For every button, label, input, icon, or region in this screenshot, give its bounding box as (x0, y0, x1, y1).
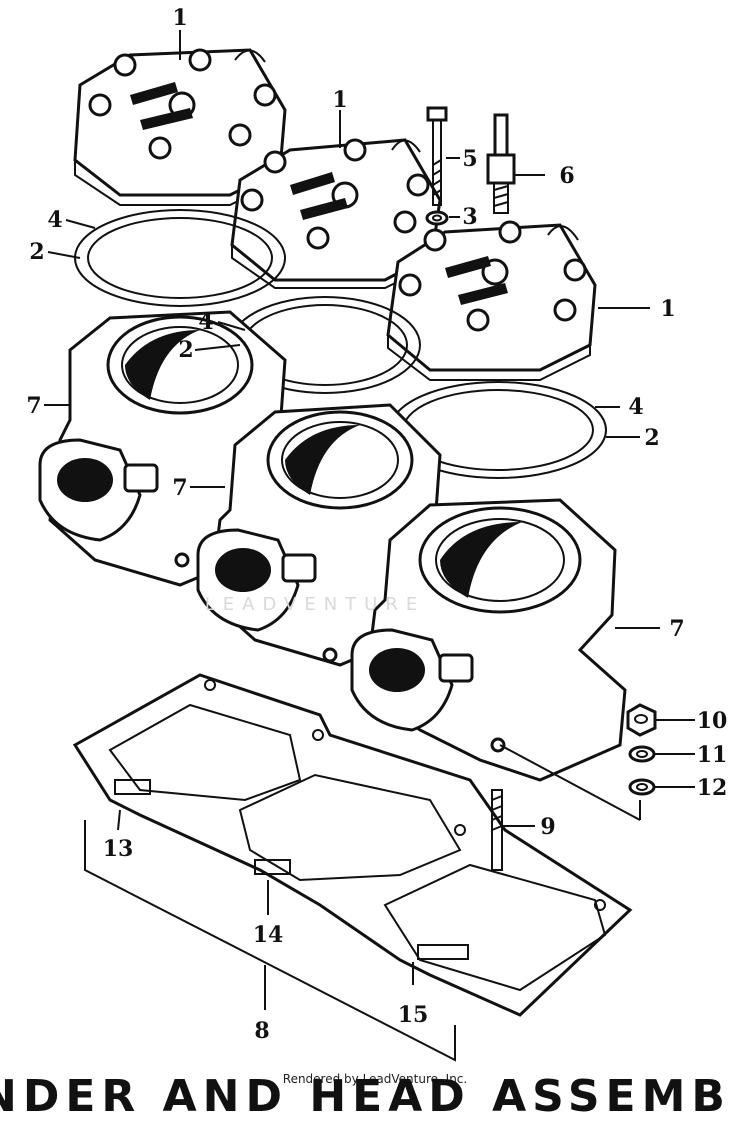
cylinder-head-1-right (386, 220, 597, 381)
callout-7-left: 7 (26, 393, 41, 419)
callout-8: 8 (254, 1018, 269, 1044)
callout-1-middle: 1 (332, 87, 347, 113)
cylinder-head-1-left (73, 48, 287, 206)
callout-5: 5 (462, 146, 477, 172)
callout-4-right: 4 (628, 394, 643, 420)
cylinder-head-1-middle (230, 138, 442, 289)
callout-7-right: 7 (669, 616, 684, 642)
diagram-title-fragment: NDER AND HEAD ASSEMB (0, 1071, 731, 1122)
footer-credit: Rendered by LeadVenture, Inc. (282, 1072, 468, 1086)
callout-9: 9 (540, 814, 555, 840)
cylinder-stud (491, 789, 503, 871)
leader-lines (44, 30, 695, 1062)
callout-6: 6 (559, 163, 574, 189)
callout-1-right: 1 (660, 296, 675, 322)
callout-2-middle: 2 (178, 337, 193, 363)
callout-11: 11 (697, 742, 728, 768)
callouts: 1 1 1 2 2 2 3 4 4 4 5 6 7 7 7 8 9 10 11 … (26, 5, 727, 1044)
exploded-parts-diagram: LEADVENTURE 1 1 1 2 2 2 (26, 5, 727, 1062)
head-washer (425, 210, 449, 226)
cylinder-right (350, 498, 627, 782)
callout-14: 14 (253, 922, 284, 948)
spark-plug (486, 113, 516, 214)
stud-nut (626, 703, 657, 737)
callout-13: 13 (103, 836, 134, 862)
callout-2-right: 2 (644, 425, 659, 451)
watermark: LEADVENTURE (205, 594, 425, 615)
lock-washer (628, 745, 656, 763)
base-gasket (72, 673, 633, 1017)
callout-1-left: 1 (172, 5, 187, 31)
callout-12: 12 (697, 775, 728, 801)
callout-7-middle: 7 (172, 475, 187, 501)
callout-10: 10 (697, 708, 728, 734)
callout-4-middle: 4 (198, 309, 213, 335)
callout-4-left: 4 (47, 207, 62, 233)
callout-2-left: 2 (29, 239, 44, 265)
head-bolt (426, 106, 448, 206)
flat-washer (628, 778, 656, 796)
callout-3: 3 (462, 204, 477, 230)
callout-15: 15 (398, 1002, 429, 1028)
